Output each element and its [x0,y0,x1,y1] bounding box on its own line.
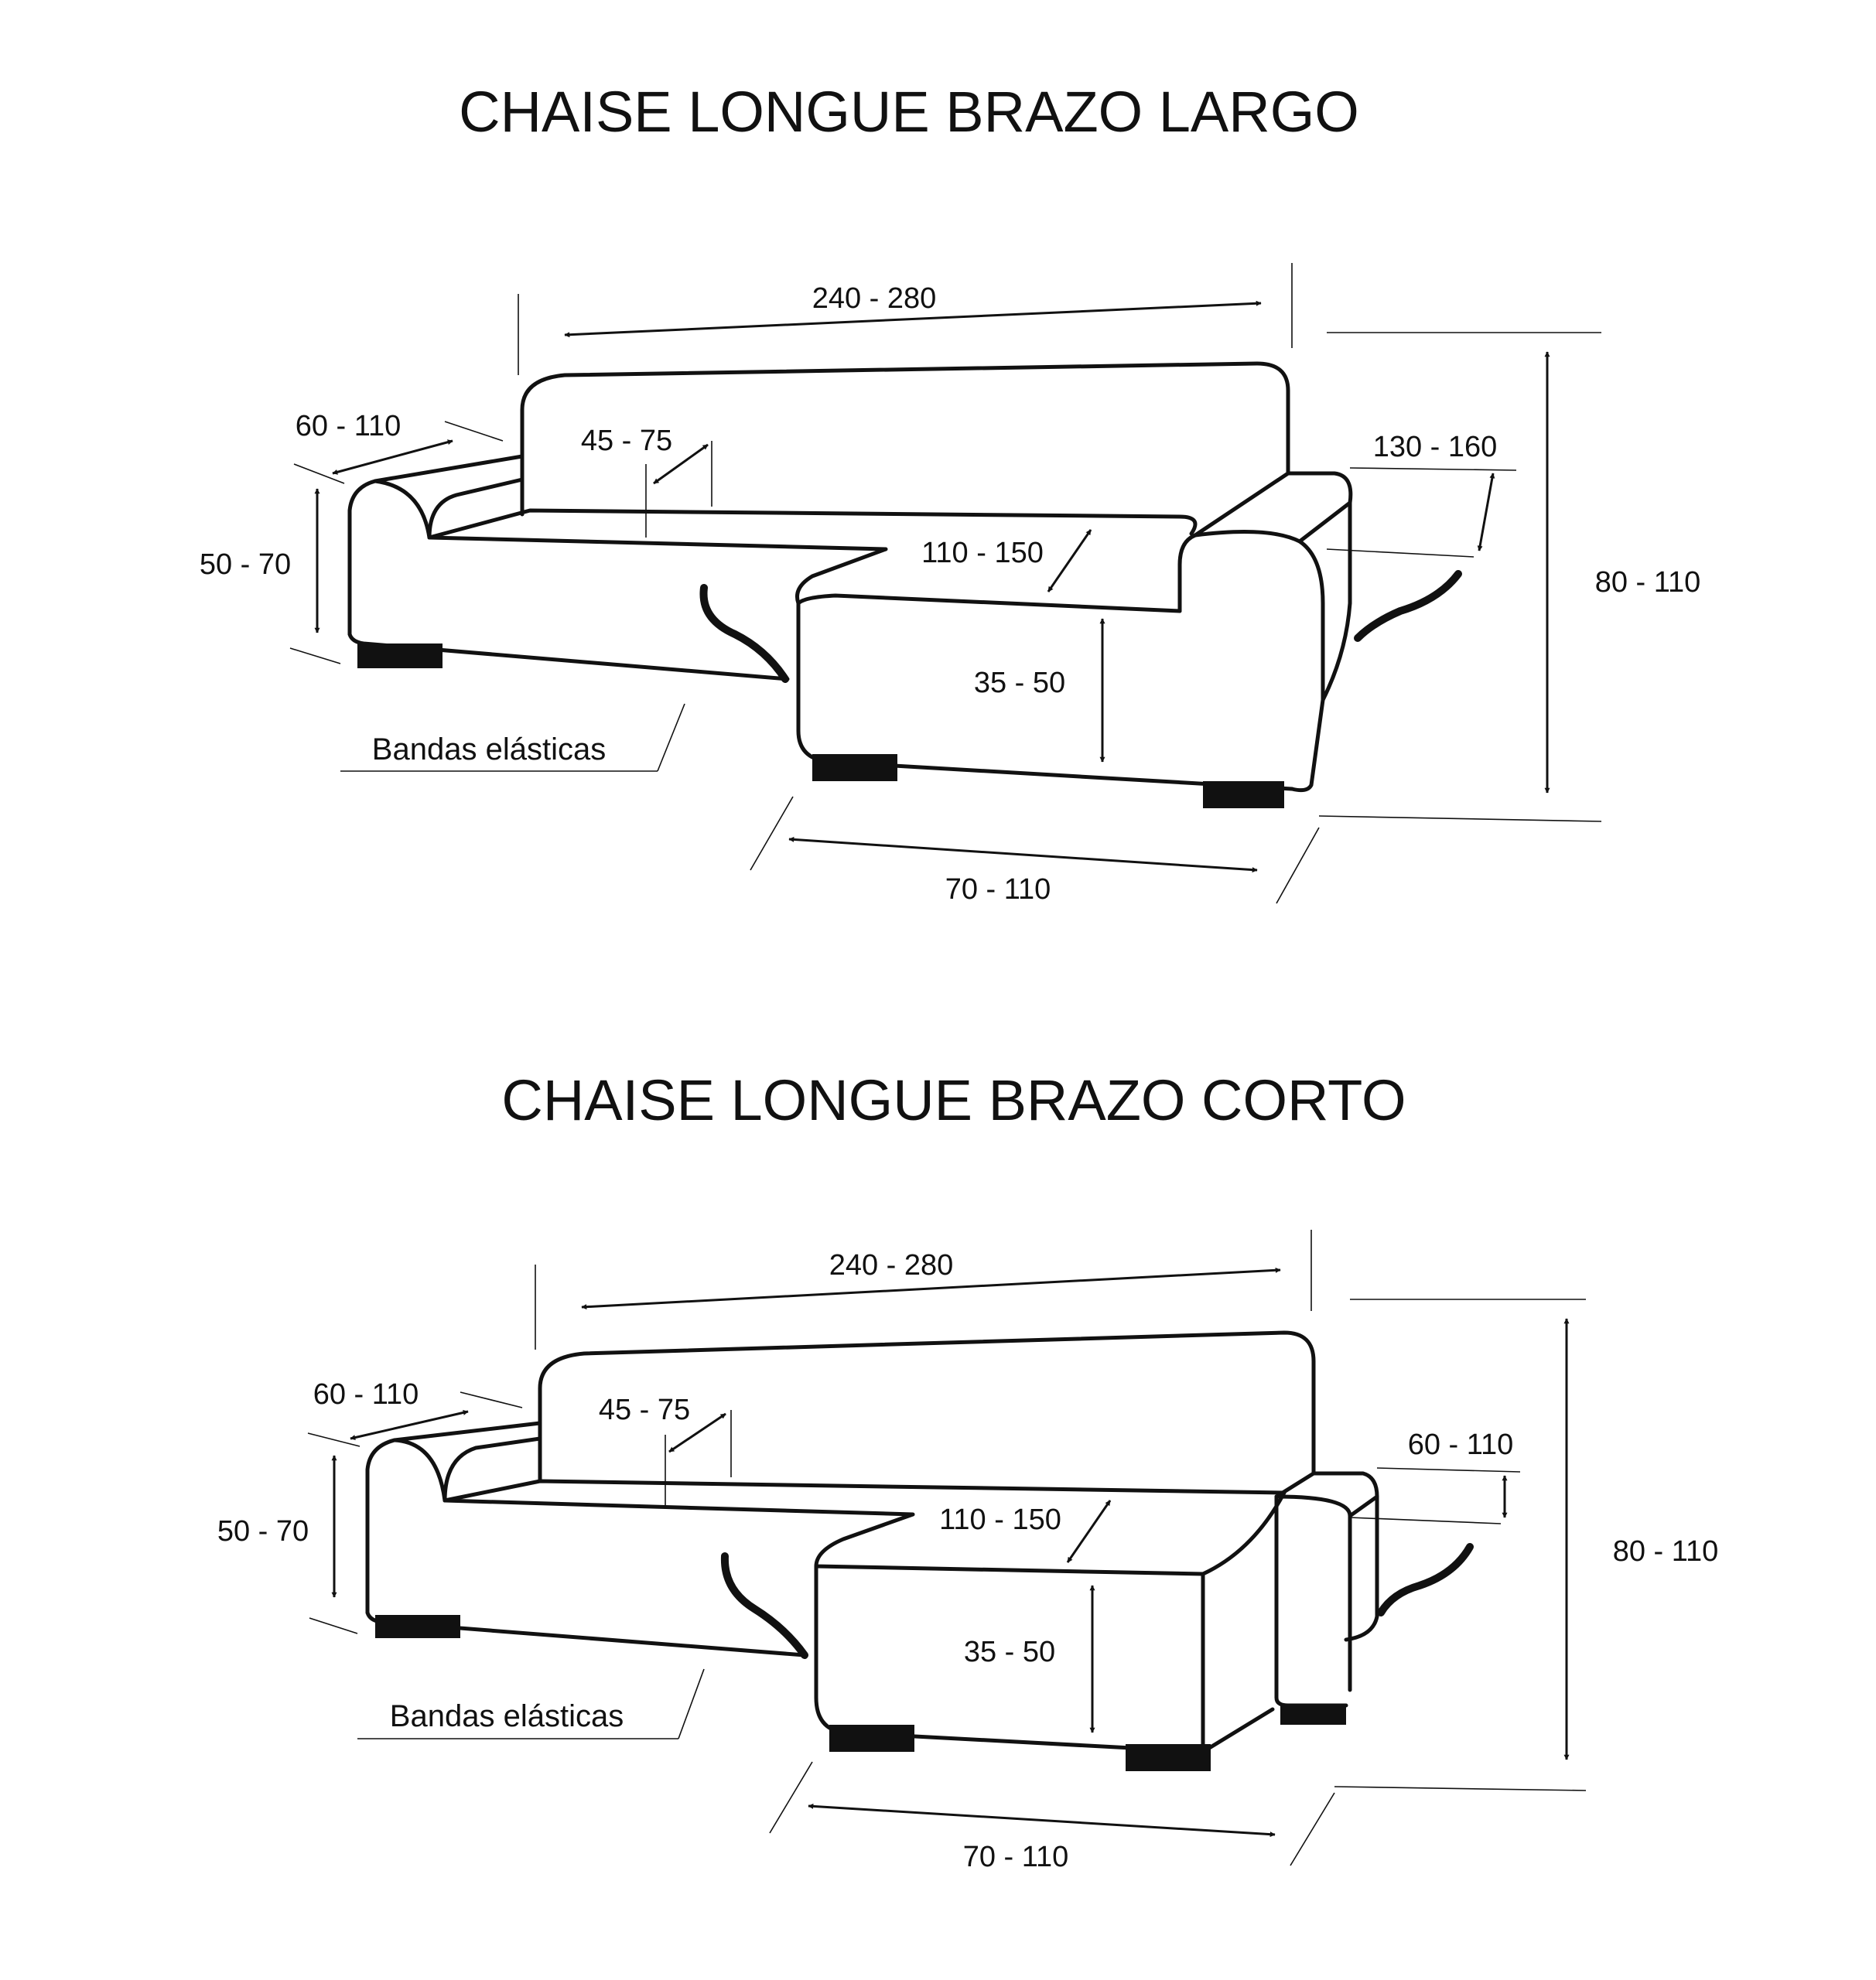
dimension-labels: 240 - 280 60 - 110 45 - 75 60 - 110 50 -… [217,1249,1718,1873]
label-bandas-elasticas: Bandas elásticas [372,732,606,766]
diagram-title: CHAISE LONGUE BRAZO LARGO [459,80,1359,144]
label-chaise-width: 60 - 110 [1408,1429,1514,1461]
diagram-brazo-largo: CHAISE LONGUE BRAZO LARGO [200,80,1700,906]
diagram-brazo-corto: CHAISE LONGUE BRAZO CORTO [217,1068,1718,1873]
dimension-lines [307,1230,1587,1866]
label-back-width: 240 - 280 [812,282,937,315]
label-arm-height: 50 - 70 [200,548,291,581]
label-chaise-front: 70 - 110 [963,1841,1069,1873]
label-chaise-front: 70 - 110 [945,873,1051,906]
label-seat-depth: 45 - 75 [599,1394,690,1426]
label-arm-depth: 60 - 110 [313,1378,419,1411]
label-total-height: 80 - 110 [1595,566,1701,599]
label-total-height: 80 - 110 [1613,1535,1719,1568]
dimension-lines [289,263,1602,904]
label-chaise-depth: 110 - 150 [939,1504,1061,1536]
diagram-title: CHAISE LONGUE BRAZO CORTO [501,1068,1406,1132]
label-seat-depth: 45 - 75 [581,425,672,457]
label-chaise-depth: 110 - 150 [921,537,1044,569]
label-back-width: 240 - 280 [829,1249,954,1282]
sofa-drawing [365,1330,1474,1771]
dimension-labels: 240 - 280 60 - 110 45 - 75 130 - 160 50 … [200,282,1700,906]
label-bandas-elasticas: Bandas elásticas [390,1699,624,1733]
label-seat-height: 35 - 50 [964,1636,1055,1668]
label-seat-height: 35 - 50 [974,667,1065,699]
sofa-drawing [347,361,1462,808]
label-arm-height: 50 - 70 [217,1515,309,1548]
label-chaise-width: 130 - 160 [1373,431,1498,463]
label-arm-depth: 60 - 110 [296,410,402,442]
